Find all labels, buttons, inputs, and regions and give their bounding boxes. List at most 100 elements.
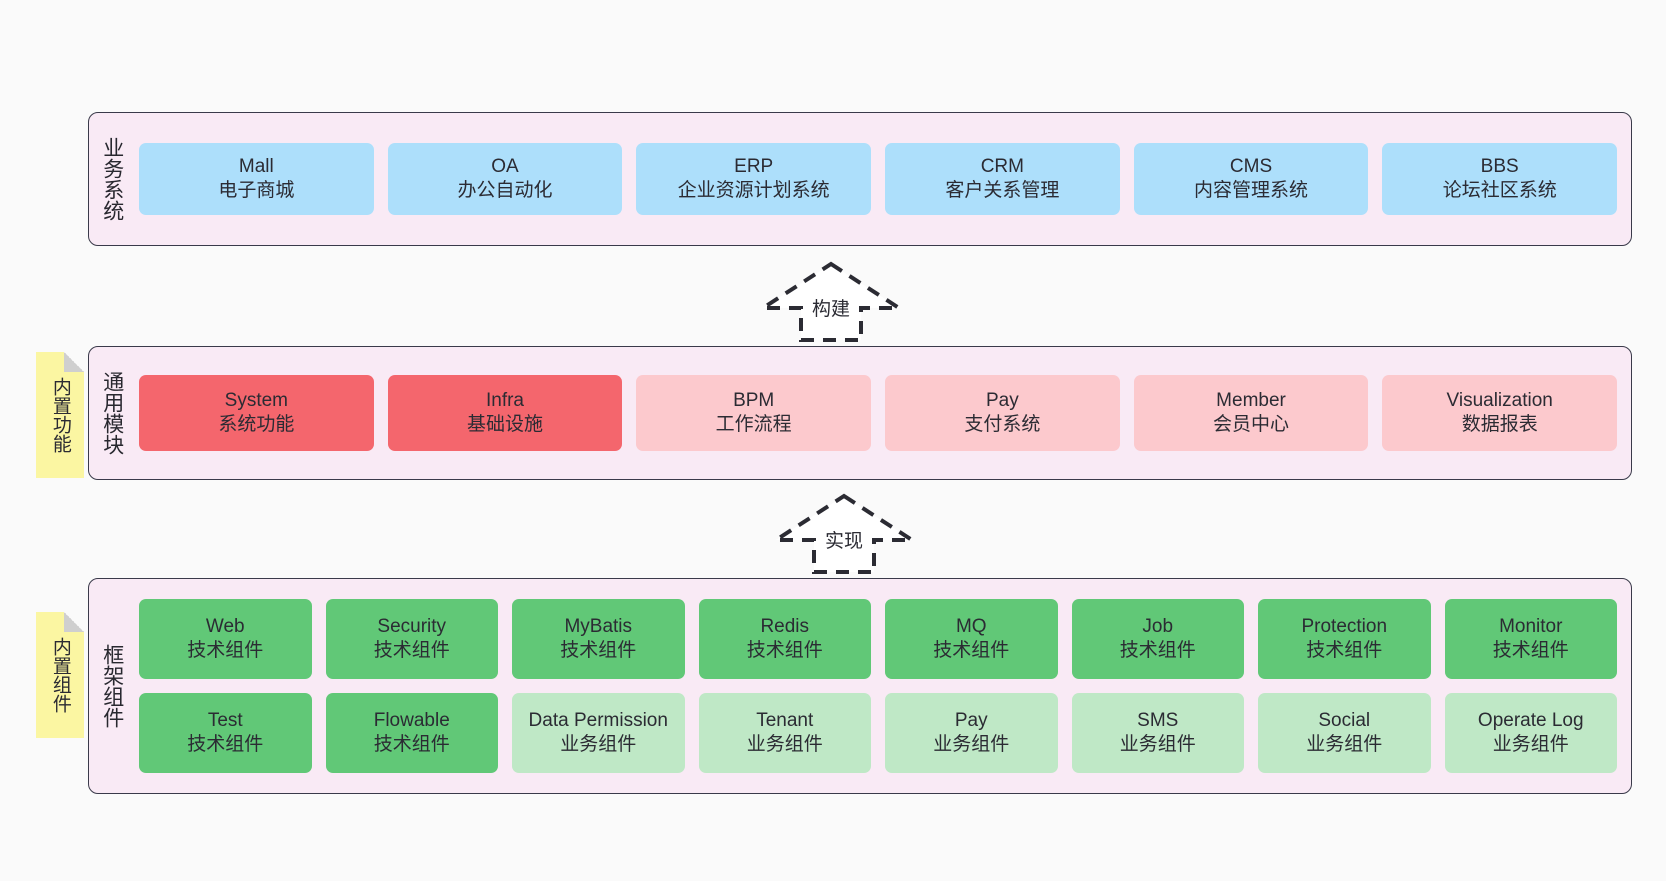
card-title-cn: 办公自动化 <box>457 180 553 201</box>
card-title-cn: 会员中心 <box>1213 414 1290 435</box>
layer-title-business-systems: 业务系统 <box>100 137 124 221</box>
card-title-cn: 支付系统 <box>964 414 1041 435</box>
card-title-cn: 工作流程 <box>715 414 792 435</box>
card-title-en: Visualization <box>1446 390 1553 412</box>
card-title-cn: 技术组件 <box>373 640 450 661</box>
card-title-cn: 业务组件 <box>1119 734 1196 755</box>
card-title-cn: 技术组件 <box>187 640 264 661</box>
card-title-en: Tenant <box>756 710 814 732</box>
card-title-en: Job <box>1142 616 1174 638</box>
card-title-en: Protection <box>1301 616 1388 638</box>
card-title-cn: 技术组件 <box>746 640 823 661</box>
card-title-en: OA <box>491 156 519 178</box>
sticky-note-builtin-functions: 内置功能 <box>36 352 84 478</box>
layer-title-framework-components: 框架组件 <box>100 644 124 728</box>
card-title-cn: 论坛社区系统 <box>1442 180 1557 201</box>
arrow-implement: 实现 <box>769 492 919 574</box>
card-title-en: Mall <box>238 156 274 178</box>
card-title-en: BPM <box>733 390 775 412</box>
card-title-cn: 业务组件 <box>1306 734 1383 755</box>
card-title-cn: 业务组件 <box>746 734 823 755</box>
card-title-cn: 企业资源计划系统 <box>677 180 830 201</box>
card-title-en: Infra <box>485 390 525 412</box>
card-title-en: Test <box>207 710 243 732</box>
card-title-en: Member <box>1216 390 1286 412</box>
card-title-en: Operate Log <box>1477 710 1584 732</box>
layer-title-common-modules: 通用模块 <box>100 371 124 455</box>
card-title-en: BBS <box>1480 156 1519 178</box>
card-title-cn: 技术组件 <box>187 734 264 755</box>
card-title-en: CRM <box>980 156 1024 178</box>
card-title-en: Pay <box>954 710 988 732</box>
arrow-build: 构建 <box>756 260 906 342</box>
card-title-en: Web <box>205 616 245 638</box>
card-title-en: Data Permission <box>528 710 668 732</box>
card-title-cn: 业务组件 <box>1492 734 1569 755</box>
card-title-cn: 业务组件 <box>933 734 1010 755</box>
card-title-cn: 技术组件 <box>373 734 450 755</box>
card-title-en: MyBatis <box>564 616 633 638</box>
card-title-cn: 技术组件 <box>933 640 1010 661</box>
card-title-cn: 技术组件 <box>1306 640 1383 661</box>
card-title-en: Social <box>1318 710 1371 732</box>
card-title-cn: 业务组件 <box>560 734 637 755</box>
card-title-cn: 技术组件 <box>560 640 637 661</box>
card-title-en: MQ <box>955 616 987 638</box>
card-title-en: Redis <box>760 616 810 638</box>
card-title-cn: 内容管理系统 <box>1194 180 1309 201</box>
card-title-cn: 基础设施 <box>467 414 544 435</box>
card-title-cn: 系统功能 <box>218 414 295 435</box>
card-title-en: ERP <box>734 156 774 178</box>
card-title-en: Security <box>377 616 447 638</box>
card-title-en: SMS <box>1137 710 1179 732</box>
card-title-cn: 技术组件 <box>1119 640 1196 661</box>
card-title-en: Flowable <box>373 710 450 732</box>
card-title-cn: 电子商城 <box>218 180 295 201</box>
sticky-note-builtin-components: 内置组件 <box>36 612 84 738</box>
card-title-cn: 数据报表 <box>1461 414 1538 435</box>
card-title-cn: 客户关系管理 <box>945 180 1060 201</box>
card-title-cn: 技术组件 <box>1492 640 1569 661</box>
card-title-en: System <box>224 390 289 412</box>
card-title-en: CMS <box>1229 156 1273 178</box>
